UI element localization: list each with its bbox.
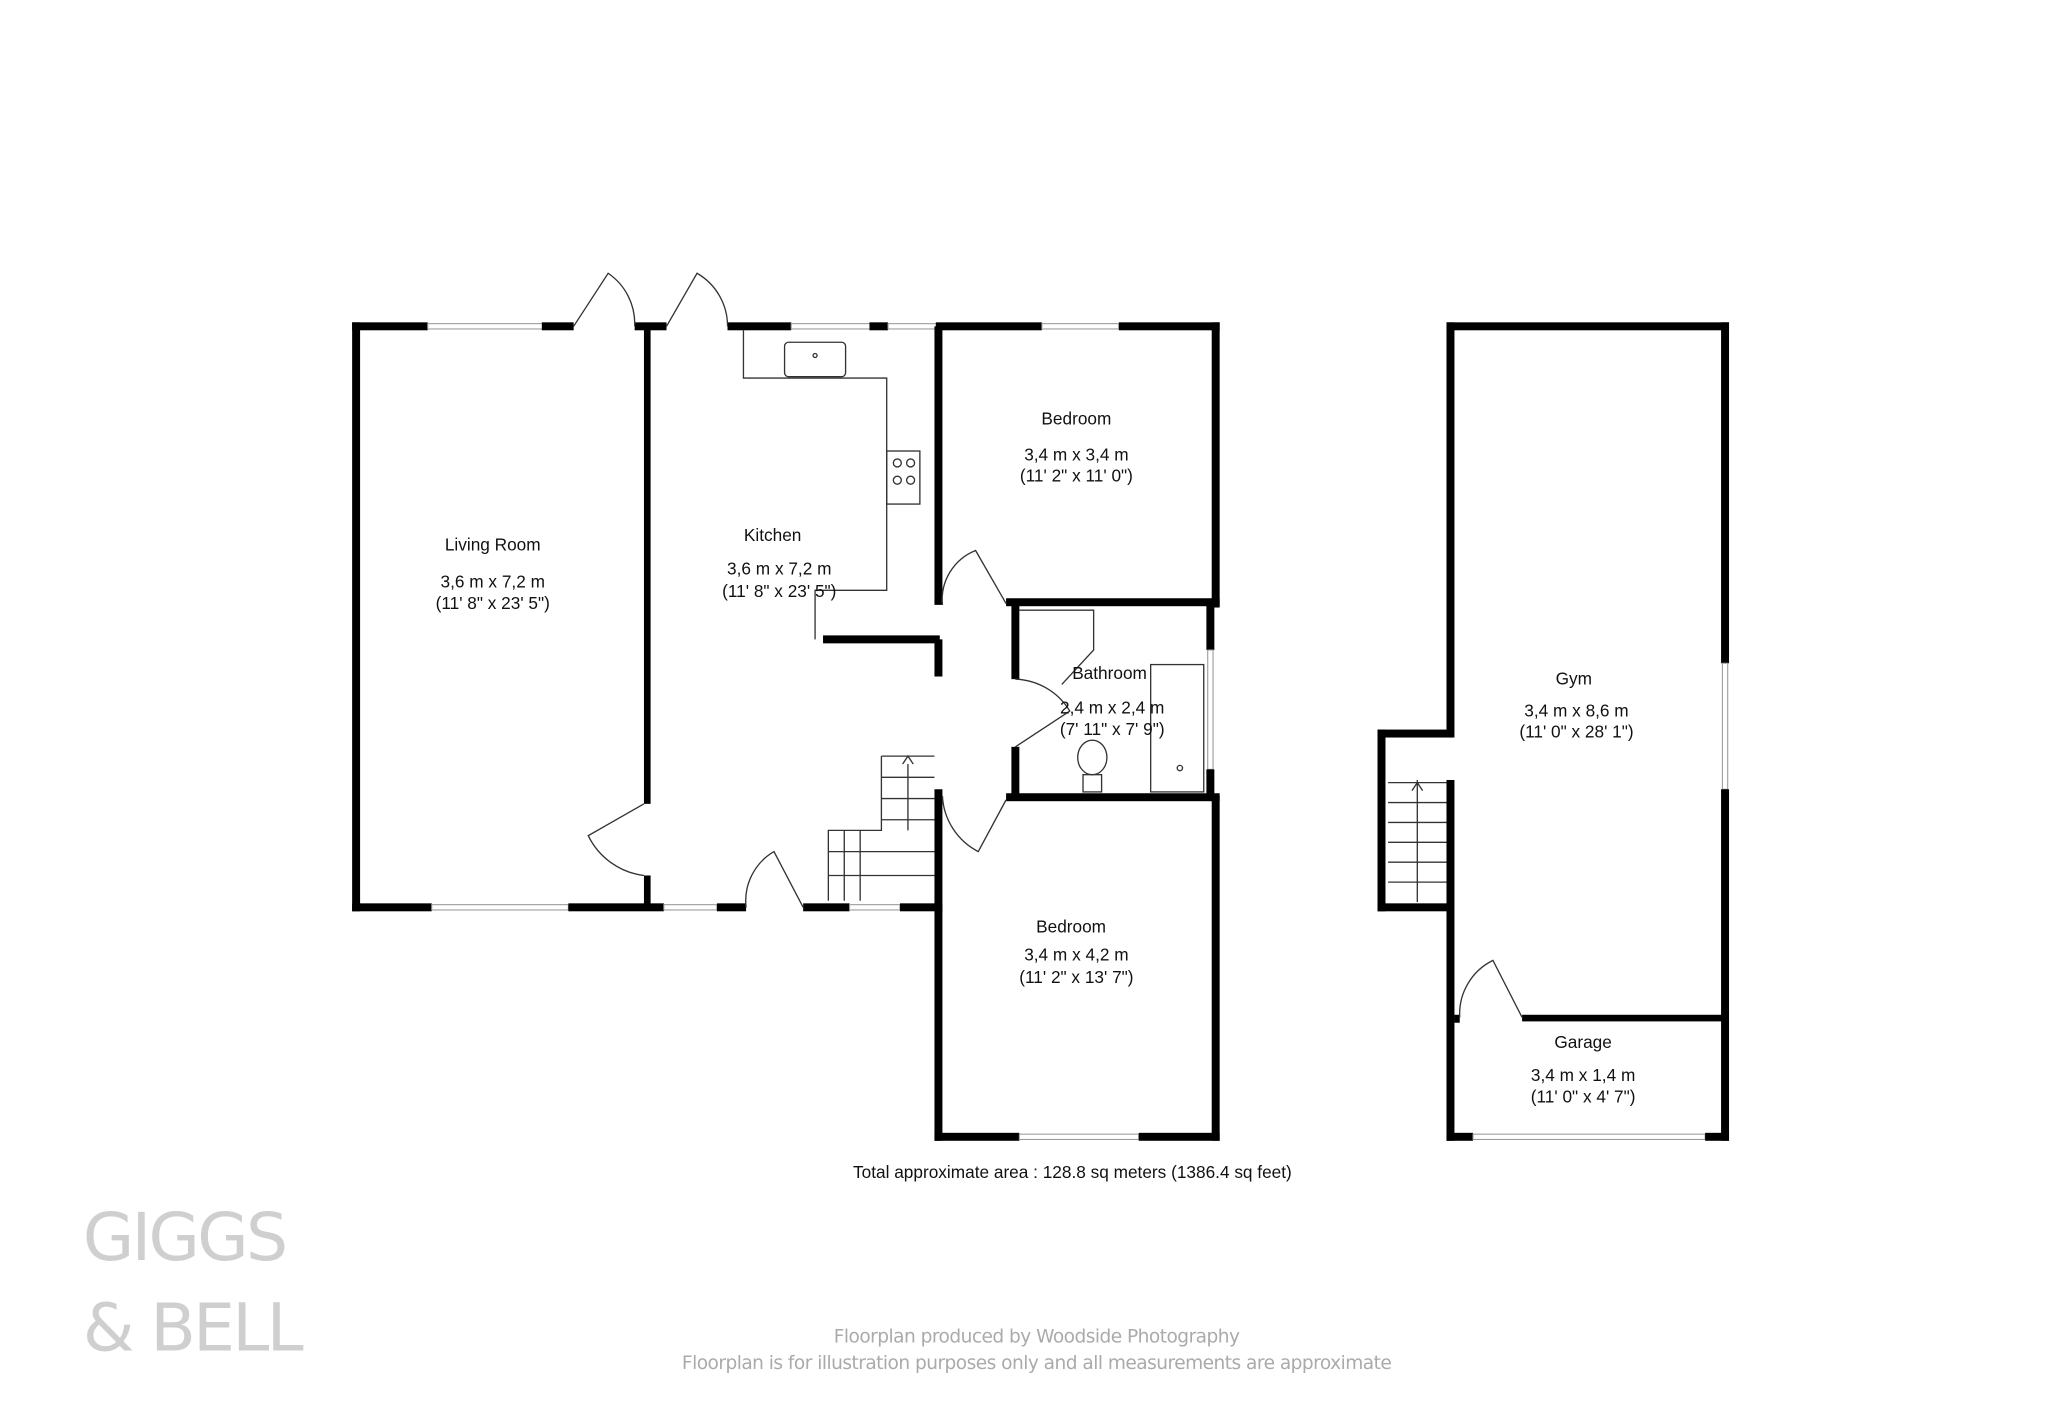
- room-metric: 3,4 m x 8,6 m: [1524, 700, 1628, 720]
- room-metric: 3,4 m x 4,2 m: [1024, 944, 1128, 964]
- logo-line-1: GIGGS: [83, 1198, 286, 1276]
- room-metric: 3,4 m x 3,4 m: [1024, 444, 1128, 464]
- credit-line-2: Floorplan is for illustration purposes o…: [682, 1353, 1391, 1374]
- room-imperial: (11' 8" x 23' 5"): [436, 593, 550, 613]
- room-metric: 2,4 m x 2,4 m: [1060, 698, 1164, 718]
- room-name: Gym: [1556, 668, 1592, 688]
- logo-line-2: & BELL: [83, 1288, 304, 1366]
- room-metric: 3,6 m x 7,2 m: [441, 572, 545, 592]
- walls: [352, 322, 1730, 1141]
- room-living-room: Living Room 3,6 m x 7,2 m (11' 8" x 23' …: [436, 534, 550, 612]
- room-metric: 3,6 m x 7,2 m: [727, 558, 831, 578]
- room-name: Garage: [1554, 1032, 1612, 1052]
- room-bedroom-1: Bedroom 3,4 m x 3,4 m (11' 2" x 11' 0"): [1020, 408, 1133, 485]
- room-name: Bedroom: [1041, 408, 1111, 428]
- room-imperial: (11' 2" x 11' 0"): [1020, 466, 1133, 486]
- room-name: Bathroom: [1072, 663, 1147, 683]
- room-imperial: (11' 0" x 4' 7"): [1531, 1086, 1636, 1106]
- doors: [573, 272, 1523, 1018]
- room-metric: 3,4 m x 1,4 m: [1531, 1065, 1635, 1085]
- total-area: Total approximate area : 128.8 sq meters…: [853, 1162, 1292, 1182]
- fixtures: [742, 330, 1447, 903]
- room-name: Kitchen: [744, 525, 802, 545]
- credit-line-1: Floorplan produced by Woodside Photograp…: [834, 1326, 1240, 1347]
- room-kitchen: Kitchen 3,6 m x 7,2 m (11' 8" x 23' 5"): [722, 525, 836, 601]
- room-imperial: (7' 11" x 7' 9"): [1060, 719, 1165, 739]
- room-bedroom-2: Bedroom 3,4 m x 4,2 m (11' 2" x 13' 7"): [1019, 917, 1133, 987]
- room-name: Living Room: [445, 534, 541, 554]
- room-imperial: (11' 2" x 13' 7"): [1019, 967, 1133, 987]
- room-imperial: (11' 0" x 28' 1"): [1519, 722, 1633, 742]
- room-bathroom: Bathroom 2,4 m x 2,4 m (7' 11" x 7' 9"): [1060, 663, 1165, 739]
- room-gym: Gym 3,4 m x 8,6 m (11' 0" x 28' 1"): [1519, 668, 1633, 741]
- room-name: Bedroom: [1036, 917, 1106, 937]
- room-imperial: (11' 8" x 23' 5"): [722, 581, 836, 601]
- room-garage: Garage 3,4 m x 1,4 m (11' 0" x 4' 7"): [1531, 1032, 1636, 1106]
